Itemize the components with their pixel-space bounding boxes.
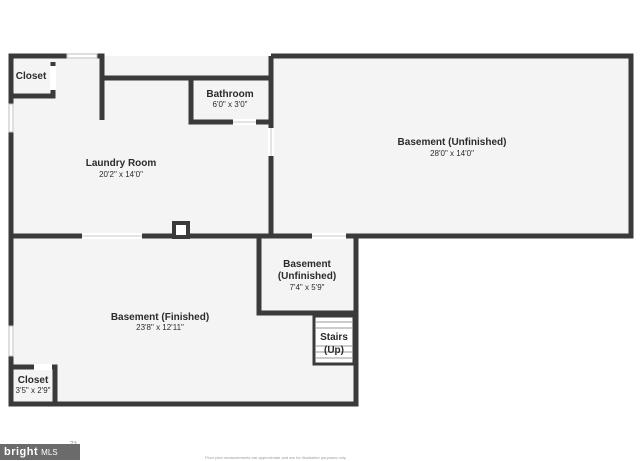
laundry-room-dims: 20'2" x 14'0": [99, 170, 143, 179]
basement-unfinished-large-label: Basement (Unfinished): [398, 137, 507, 148]
basement-unfinished-small-label-2: (Unfinished): [278, 271, 336, 282]
basement-unfinished-large-floor: [271, 56, 631, 236]
stairs-label-2: (Up): [324, 345, 344, 356]
basement-unfinished-small-dims: 7'4" x 5'9": [290, 283, 325, 292]
basement-unfinished-large-dims: 28'0" x 14'0": [430, 149, 474, 158]
laundry-room-label: Laundry Room: [86, 158, 157, 169]
support-post: [172, 221, 190, 239]
wall-closet-bottom: [11, 364, 58, 404]
laundry-room-floor: [11, 56, 269, 236]
floor-plan: Closet Laundry Room 20'2" x 14'0" Bathro…: [8, 53, 634, 407]
closet-bottom-dims: 3'5" x 2'9": [16, 386, 51, 395]
stairs-box: [312, 314, 356, 366]
wall-outer-bottom: [8, 236, 359, 407]
basement-finished-dims: 23'8" x 12'11": [136, 323, 184, 332]
closet-bottom-label: Closet: [18, 375, 49, 386]
bathroom-label: Bathroom: [206, 89, 253, 100]
bathroom-dims: 6'0" x 3'0": [213, 100, 248, 109]
basement-unfinished-small-label-1: Basement: [283, 259, 331, 270]
window-frame-left-bottom: [8, 325, 14, 357]
window-frame-left-top: [8, 103, 14, 133]
stairs-label-1: Stairs: [320, 332, 348, 343]
basement-finished-floor: [11, 237, 356, 405]
wall-basement-small: [256, 236, 356, 316]
disclaimer-text: Floor plan measurements are approximate …: [205, 455, 347, 460]
window-frame-top: [66, 53, 98, 59]
brand-sub: MLS: [41, 448, 58, 457]
brand-main: bright: [4, 446, 39, 458]
closet-top-label: Closet: [16, 71, 47, 82]
wall-outer-right: [271, 53, 634, 239]
basement-finished-label: Basement (Finished): [111, 312, 209, 323]
